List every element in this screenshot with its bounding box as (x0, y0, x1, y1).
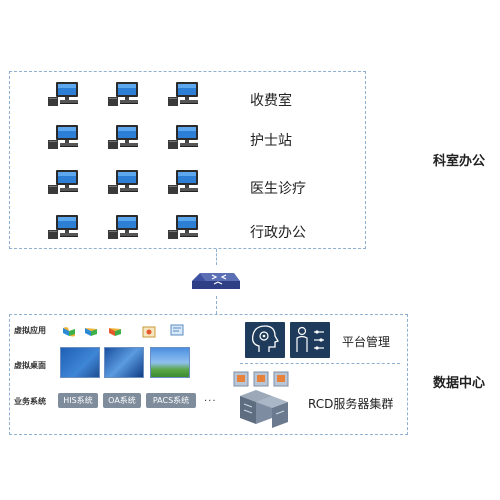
desktop-computer-icon (166, 169, 202, 195)
his-system-button[interactable]: HIS系统 (58, 393, 98, 408)
department-office-area (9, 71, 366, 249)
windows-logo-icon (84, 323, 98, 336)
app-window-icon (142, 323, 156, 338)
virtual-apps-label: 虚拟应用 (14, 326, 46, 335)
head-gear-icon (245, 322, 285, 358)
virtual-desktop-label: 虚拟桌面 (14, 361, 46, 370)
datacenter-area (9, 314, 408, 435)
row-label-billing: 收费室 (250, 93, 292, 109)
server-stack-icon (226, 368, 296, 428)
virtual-desktop-screenshot (150, 347, 190, 378)
desktop-computer-icon (106, 214, 142, 240)
network-switch-icon (190, 265, 242, 297)
desktop-computer-icon (166, 124, 202, 150)
platform-management-label: 平台管理 (342, 335, 391, 349)
desktop-computer-icon (106, 169, 142, 195)
virtual-desktop-screenshot (104, 347, 144, 378)
virtual-desktop-screenshot (60, 347, 100, 378)
desktop-computer-icon (166, 81, 202, 107)
document-window-icon (170, 321, 184, 336)
desktop-computer-icon (106, 124, 142, 150)
datacenter-section-title: 数据中心 (433, 376, 486, 391)
desktop-computer-icon (46, 169, 82, 195)
divider (240, 363, 400, 364)
connector-bottom (216, 296, 217, 314)
row-label-admin: 行政办公 (250, 225, 306, 241)
desktop-computer-icon (46, 214, 82, 240)
desktop-computer-icon (46, 124, 82, 150)
row-label-nurse: 护士站 (250, 133, 292, 149)
windows-logo-icon (62, 323, 76, 337)
desktop-computer-icon (46, 81, 82, 107)
person-settings-icon (290, 322, 330, 358)
pacs-system-button[interactable]: PACS系统 (146, 393, 196, 408)
more-indicator: ... (204, 393, 217, 404)
office-section-title: 科室办公 (433, 154, 486, 169)
windows-logo-icon (108, 323, 122, 336)
connector-top (216, 249, 217, 265)
server-cluster-label: RCD服务器集群 (308, 397, 394, 411)
desktop-computer-icon (166, 214, 202, 240)
oa-system-button[interactable]: OA系统 (103, 393, 141, 408)
business-systems-label: 业务系统 (14, 397, 46, 406)
row-label-doctor: 医生诊疗 (250, 181, 306, 197)
desktop-computer-icon (106, 81, 142, 107)
